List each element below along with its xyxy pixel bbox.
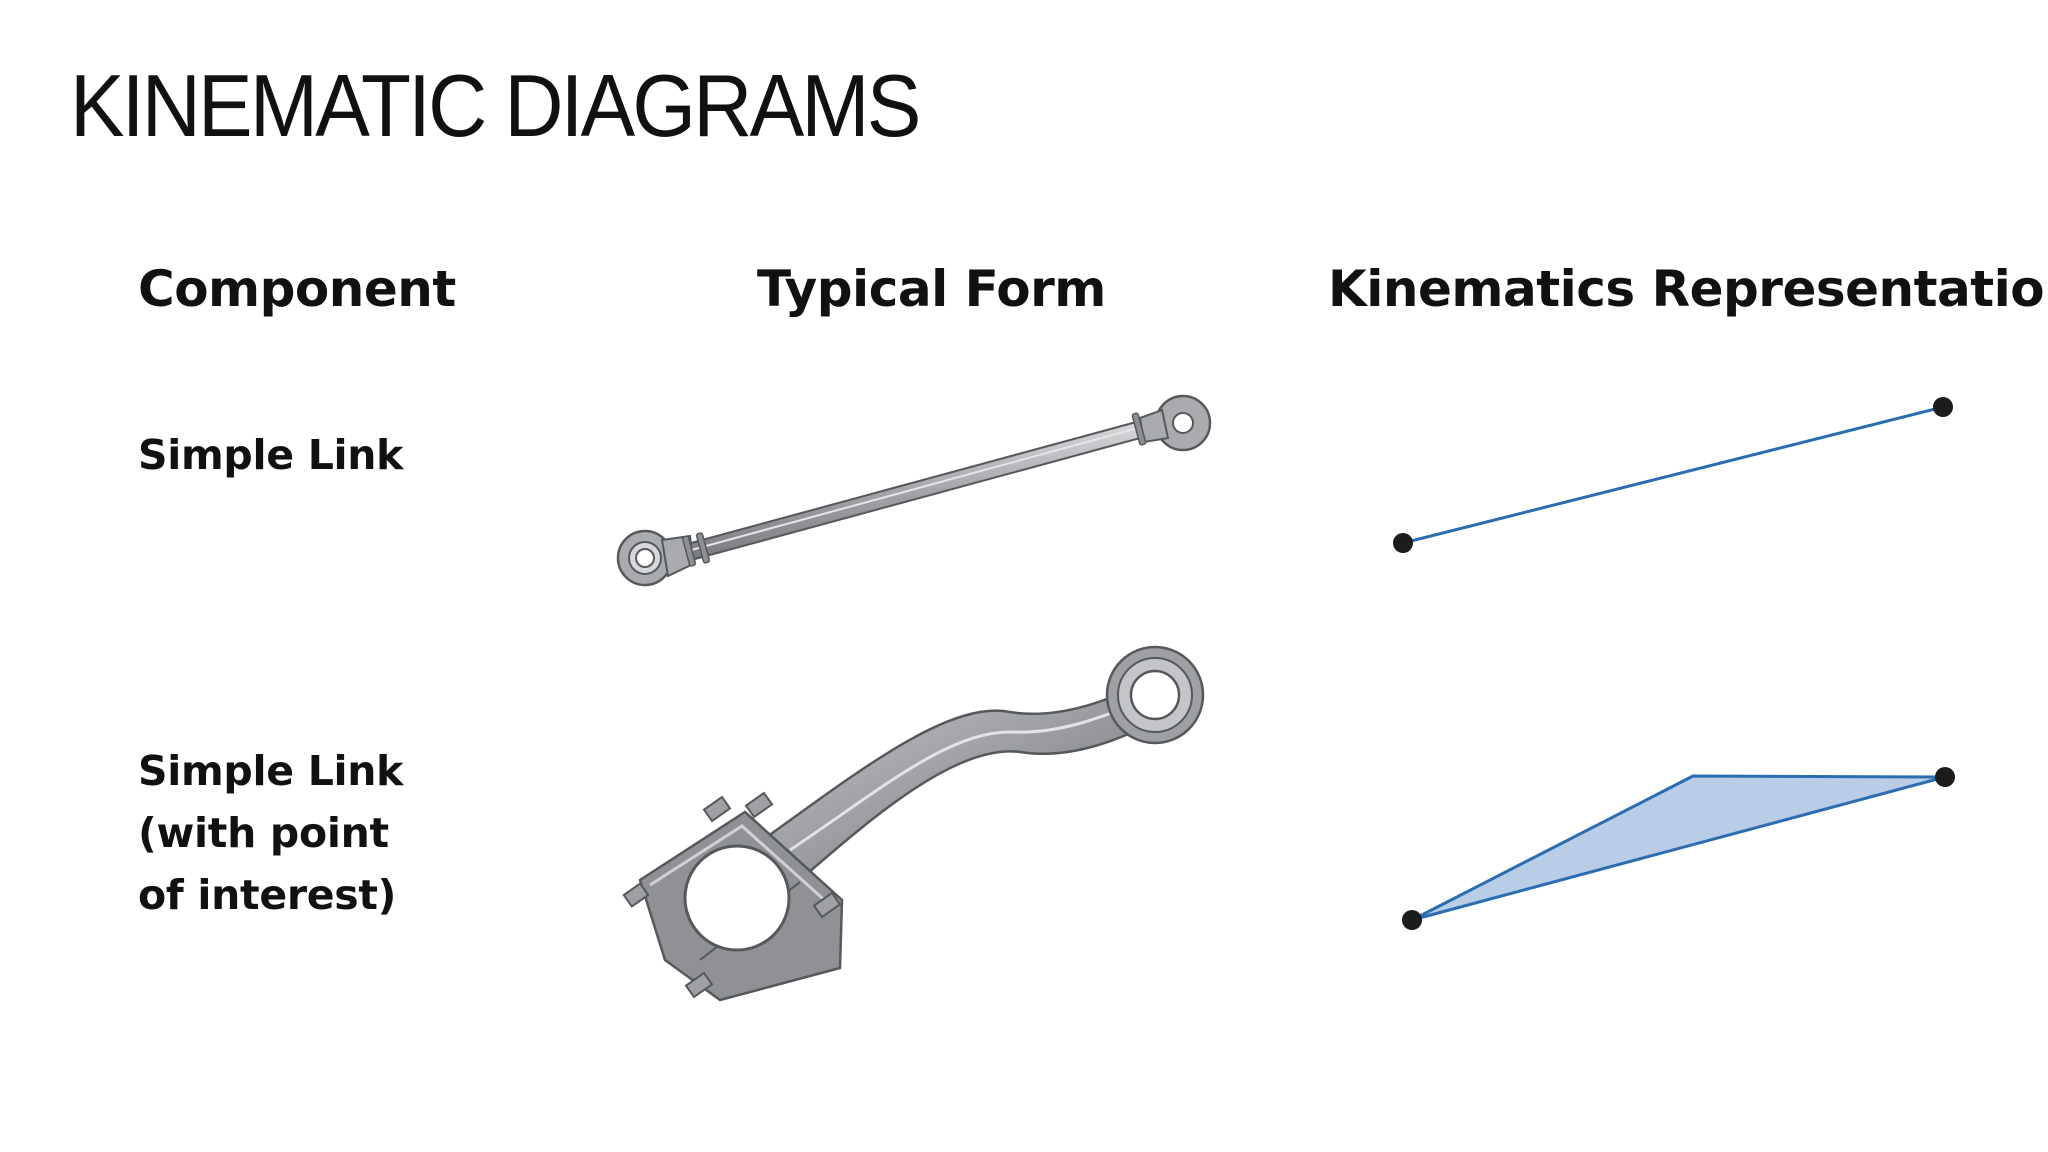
row-label-line: (with point bbox=[138, 809, 389, 857]
row-label-simple-link: Simple Link bbox=[138, 424, 403, 486]
column-header-kinematics-representation: Kinematics Representation bbox=[1328, 260, 2048, 318]
joint-point bbox=[1935, 767, 1955, 787]
row-label-simple-link-with-point: Simple Link (with point of interest) bbox=[138, 740, 403, 926]
slide-title: KINEMATIC DIAGRAMS bbox=[70, 56, 921, 155]
joint-point bbox=[1393, 533, 1413, 553]
row-label-line: of interest) bbox=[138, 871, 397, 919]
connecting-rod-with-clamp-icon bbox=[622, 645, 1205, 1002]
row-label-line: Simple Link bbox=[138, 747, 404, 795]
joint-point bbox=[1933, 397, 1953, 417]
joint-point bbox=[1402, 910, 1422, 930]
column-header-typical-form: Typical Form bbox=[757, 260, 1106, 318]
kinematic-link-triangle bbox=[1402, 767, 1955, 930]
kinematic-link-line bbox=[1393, 397, 1953, 553]
tie-rod-icon bbox=[616, 394, 1212, 587]
row-label-line: Simple Link bbox=[138, 431, 404, 479]
column-header-component: Component bbox=[138, 260, 456, 318]
